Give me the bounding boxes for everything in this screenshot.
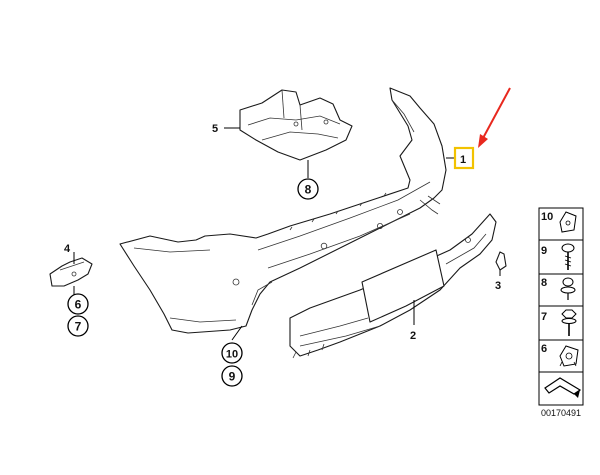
screw-icon (561, 243, 575, 270)
rivet-icon (560, 277, 576, 300)
callout-1-highlight-box (453, 146, 475, 170)
drawing-number: 00170491 (541, 408, 581, 418)
svg-text:9: 9 (229, 370, 236, 384)
speed-nut-icon (559, 211, 577, 233)
fastener-legend: 10 9 8 7 6 (538, 207, 584, 406)
bent-arrow-icon (544, 377, 582, 398)
callout-circle-6[interactable]: 6 (67, 293, 89, 315)
callout-circle-8[interactable]: 8 (297, 178, 319, 200)
callout-circle-7[interactable]: 7 (67, 315, 89, 337)
legend-label-9: 9 (541, 245, 547, 257)
svg-text:8: 8 (305, 183, 312, 197)
part-2-diffuser[interactable] (289, 213, 497, 359)
part-4-bracket[interactable] (49, 257, 93, 287)
legend-label-7: 7 (541, 311, 547, 323)
callout-5[interactable]: 5 (212, 123, 218, 135)
part-5-liner[interactable] (239, 89, 353, 161)
leader-lines (73, 127, 501, 341)
callout-circle-10[interactable]: 10 (221, 342, 243, 364)
part-1-bumper-panel[interactable] (119, 87, 447, 334)
callout-2[interactable]: 2 (410, 330, 416, 342)
callout-1[interactable]: 1 (460, 154, 466, 166)
part-3-clip[interactable] (495, 251, 507, 271)
callout-circle-9[interactable]: 9 (221, 365, 243, 387)
legend-label-8: 8 (541, 277, 547, 289)
red-arrow-icon (478, 87, 511, 148)
callout-3[interactable]: 3 (495, 280, 501, 292)
clip-nut-icon (559, 345, 579, 367)
svg-text:7: 7 (75, 320, 82, 334)
svg-text:6: 6 (75, 298, 82, 312)
callout-4[interactable]: 4 (64, 243, 71, 255)
hex-bolt-icon (561, 309, 577, 336)
legend-label-6: 6 (541, 343, 547, 355)
svg-text:10: 10 (226, 349, 238, 361)
legend-label-10: 10 (541, 211, 553, 223)
